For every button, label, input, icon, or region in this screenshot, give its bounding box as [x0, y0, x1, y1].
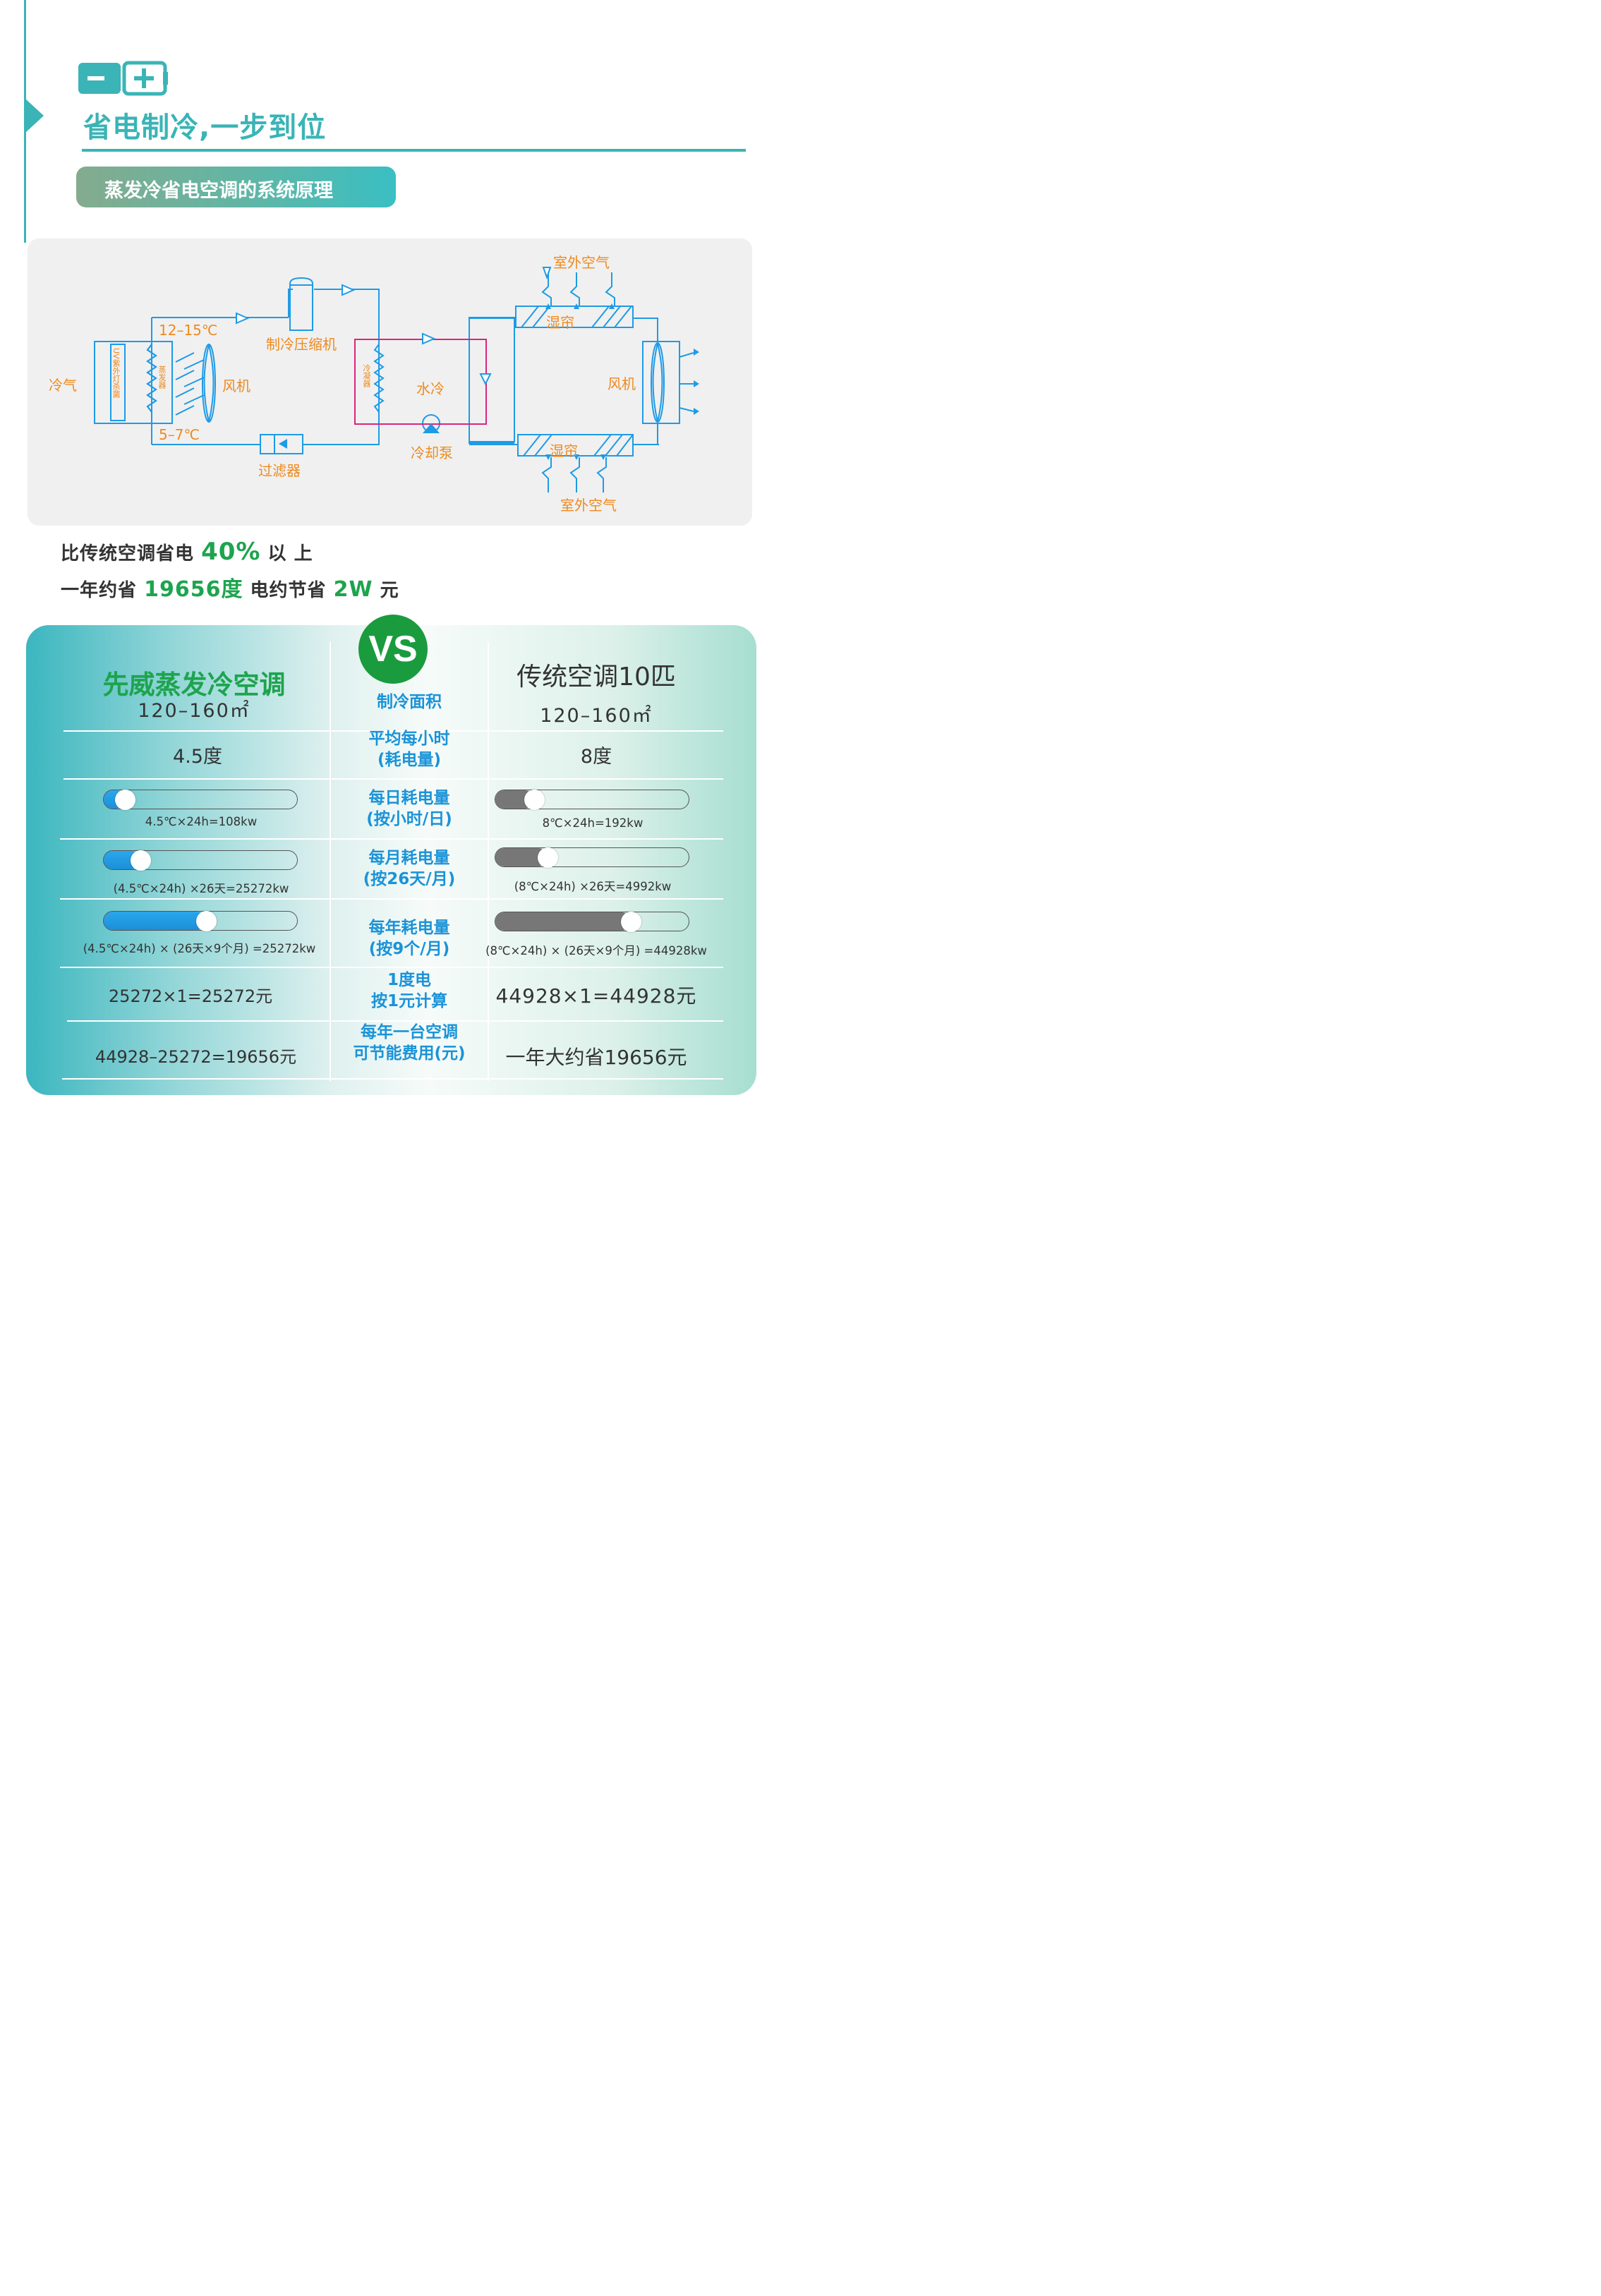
left-monthly-formula: (4.5℃×24h) ×26天=25272kw [113, 882, 289, 895]
savings-money: 2W [333, 577, 373, 602]
row-label-area: 制冷面积 [377, 693, 442, 711]
condenser-label: 冷凝器 [362, 364, 371, 387]
right-saving-value: 一年大约省19656元 [505, 1046, 687, 1069]
row-divider [64, 778, 723, 780]
right-cost-value: 44928×1=44928元 [495, 984, 697, 1008]
row-divider [60, 898, 723, 900]
savings-line-1: 比传统空调省电 40% 以 上 [61, 538, 313, 566]
row-label-hourly: 平均每小时 (耗电量) [368, 730, 450, 769]
row-divider [60, 967, 723, 968]
row-label-daily: 每日耗电量 (按小时/日) [366, 789, 452, 828]
compressor-label: 制冷压缩机 [266, 336, 337, 353]
uv-lamp-label: UV紫外灯杀菌 [111, 348, 121, 398]
right-yearly-bar [495, 911, 689, 932]
row-divider [62, 1078, 723, 1080]
right-monthly-bar [495, 847, 689, 868]
right-yearly-formula: (8℃×24h) × (26天×9个月) =44928kw [485, 944, 707, 957]
uv-lamp [110, 344, 126, 421]
right-daily-bar [495, 789, 689, 810]
right-hourly-value: 8度 [580, 746, 612, 768]
row-divider [64, 730, 723, 732]
title-underline [82, 149, 746, 152]
section-heading: 蒸发冷省电空调的系统原理 [76, 167, 396, 207]
left-fan-label: 风机 [222, 377, 250, 394]
pipe-loop [152, 289, 380, 445]
row-divider [67, 1020, 723, 1022]
outdoor-air-bottom-label: 室外空气 [560, 497, 617, 514]
filter [260, 434, 303, 454]
right-area-value: 120–160㎡ [540, 705, 653, 727]
cooling-pump-label: 冷却泵 [411, 445, 453, 461]
row-divider [60, 838, 723, 840]
wet-curtain-bottom-label: 湿帘 [550, 442, 578, 459]
right-fan-label: 风机 [608, 375, 636, 392]
evaporator-label: 蒸发器 [157, 365, 167, 389]
savings-percent: 40% [201, 538, 261, 566]
temp-high-label: 12–15℃ [159, 322, 218, 339]
left-daily-bar [103, 789, 298, 810]
savings-line-2: 一年约省 19656度 电约节省 2W 元 [61, 577, 399, 602]
row-label-monthly: 每月耗电量 (按26天/月) [363, 849, 456, 888]
wet-curtain-top-label: 湿帘 [546, 314, 574, 331]
left-saving-value: 44928–25272=19656元 [95, 1047, 297, 1067]
left-cost-value: 25272×1=25272元 [108, 986, 273, 1006]
battery-icon [78, 61, 169, 96]
left-area-value: 120–160㎡ [138, 700, 250, 722]
left-hourly-value: 4.5度 [173, 746, 222, 768]
left-product-title: 先威蒸发冷空调 [102, 670, 286, 700]
evaporator-unit [94, 341, 173, 424]
left-accent-line [24, 0, 26, 243]
wet-curtain-top [515, 306, 634, 328]
row-label-annual-saving: 每年一台空调 可节能费用(元) [353, 1023, 466, 1063]
right-fan-housing [642, 341, 680, 424]
savings-kwh: 19656度 [144, 577, 243, 602]
page-title: 省电制冷,一步到位 [83, 111, 327, 144]
left-daily-formula: 4.5℃×24h=108kw [145, 815, 258, 828]
temp-low-label: 5–7℃ [159, 426, 200, 443]
cold-air-label: 冷气 [49, 377, 77, 394]
right-monthly-formula: (8℃×24h) ×26天=4992kw [514, 880, 672, 893]
section-heading-label: 蒸发冷省电空调的系统原理 [104, 180, 333, 202]
left-yearly-bar [103, 910, 298, 931]
system-diagram-graphic [94, 267, 699, 493]
row-label-yearly: 每年耗电量 (按9个/月) [368, 919, 450, 958]
water-cooling-label: 水冷 [416, 380, 445, 397]
left-yearly-formula: (4.5℃×24h) × (26天×9个月) =25272kw [83, 942, 316, 955]
outdoor-air-top-label: 室外空气 [553, 254, 610, 271]
comparison-middle-column [330, 642, 489, 1081]
left-accent-arrow [25, 99, 44, 133]
compressor [289, 277, 313, 331]
system-diagram: 室外空气 湿帘 湿帘 室外空气 冷气 UV紫外灯杀菌 蒸发器 风机 风机 12–… [28, 238, 752, 526]
right-product-title: 传统空调10匹 [516, 663, 676, 691]
filter-label: 过滤器 [258, 462, 301, 479]
row-label-cost: 1度电 按1元计算 [370, 971, 447, 1010]
left-monthly-bar [103, 850, 298, 871]
right-daily-formula: 8℃×24h=192kw [542, 816, 644, 830]
vs-badge: VS [358, 615, 428, 684]
